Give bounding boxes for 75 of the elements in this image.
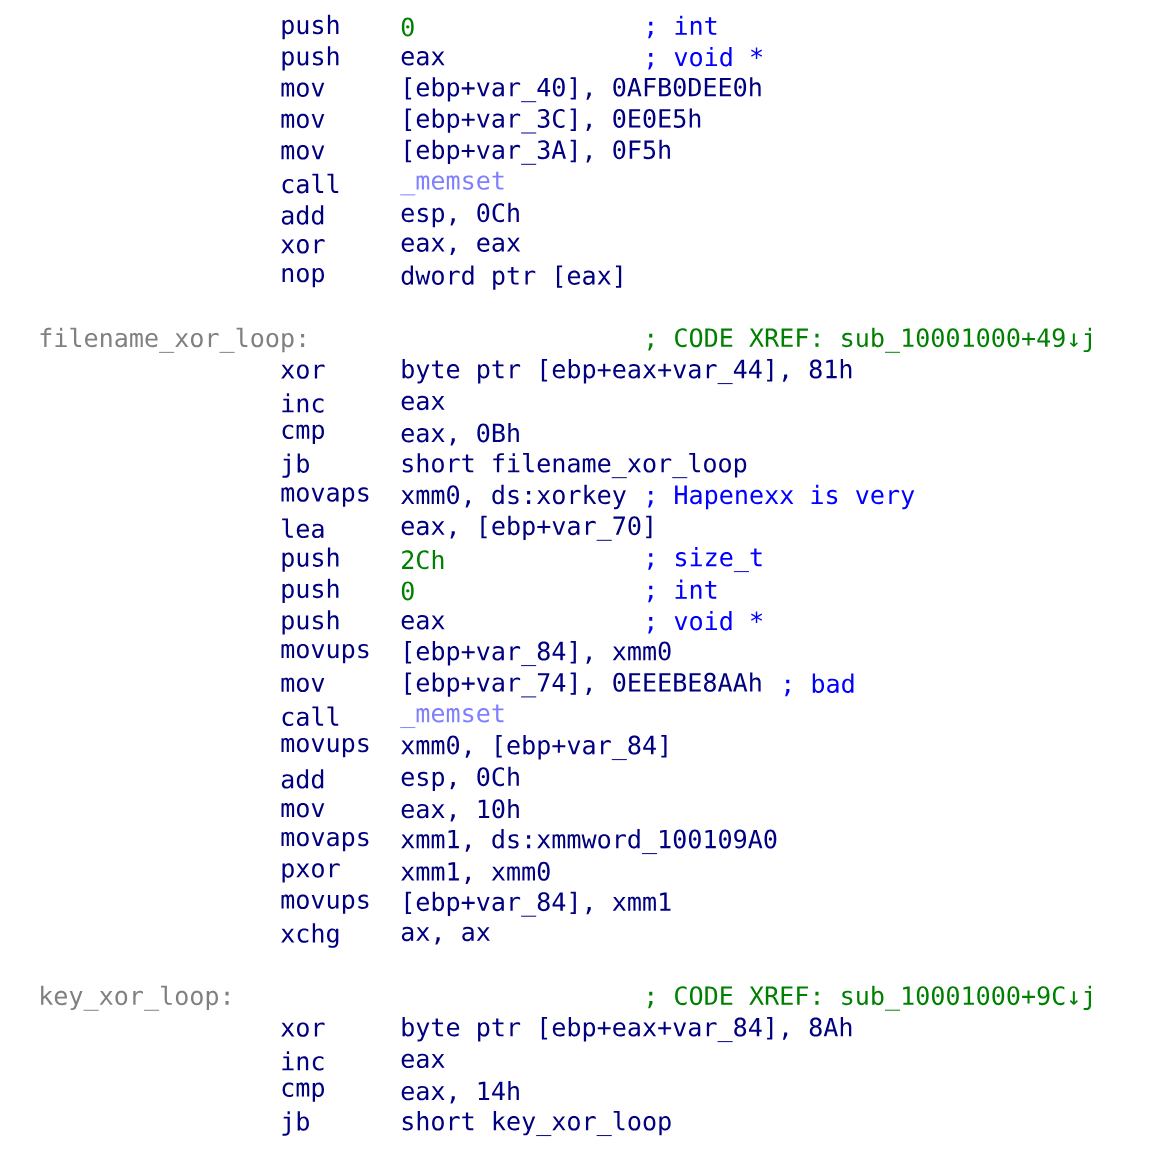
operand: short key_xor_loop bbox=[402, 1110, 671, 1137]
operand: eax, [ebp+var_70] bbox=[401, 515, 652, 541]
operand: short filename_xor_loop bbox=[402, 453, 747, 479]
code-label: key_xor_loop: bbox=[41, 985, 229, 1011]
mnemonic: lea bbox=[282, 518, 324, 539]
operand: eax, eax bbox=[401, 237, 521, 256]
mnemonic: xor bbox=[281, 239, 325, 254]
operand: esp, 0Ch bbox=[401, 766, 519, 792]
cross-reference: ; CODE XREF: sub_10001000+9C↓j bbox=[648, 985, 1091, 1011]
mnemonic: xchg bbox=[281, 923, 339, 948]
mnemonic: inc bbox=[282, 1051, 324, 1071]
operand: 2Ch bbox=[402, 549, 444, 570]
mnemonic: call bbox=[282, 706, 339, 727]
operand: [ebp+var_3A], 0F5h bbox=[405, 139, 670, 165]
comment: ; size_t bbox=[648, 547, 762, 573]
operand: [ebp+var_3C], 0E0E5h bbox=[405, 108, 701, 134]
comment: ; Hapenexx is very bbox=[648, 484, 915, 510]
operand: eax bbox=[401, 395, 445, 411]
mnemonic: mov bbox=[281, 82, 325, 97]
mnemonic: movups bbox=[281, 643, 369, 664]
code-label: filename_xor_loop: bbox=[40, 327, 305, 353]
mnemonic: cmp bbox=[282, 1082, 324, 1102]
mnemonic: jb bbox=[282, 453, 309, 478]
operand: eax, 10h bbox=[401, 798, 519, 822]
mnemonic: jb bbox=[282, 1111, 309, 1136]
mnemonic: xor bbox=[281, 1022, 325, 1037]
mnemonic: call bbox=[282, 173, 339, 194]
operand: eax bbox=[401, 615, 445, 630]
operand: xmm1, xmm0 bbox=[401, 861, 550, 884]
operand: _memset bbox=[400, 171, 504, 196]
comment: ; bad bbox=[785, 673, 854, 697]
operand: esp, 0Ch bbox=[401, 202, 519, 228]
mnemonic: inc bbox=[282, 393, 324, 413]
mnemonic: push bbox=[282, 610, 339, 635]
comment: ; int bbox=[648, 579, 717, 603]
operand: _memset bbox=[400, 704, 504, 729]
mnemonic: movaps bbox=[281, 487, 369, 507]
mnemonic: mov bbox=[281, 677, 325, 693]
operand: byte ptr [ebp+eax+var_44], 81h bbox=[402, 359, 852, 385]
mnemonic: add bbox=[281, 769, 324, 789]
mnemonic: push bbox=[282, 578, 339, 604]
operand: xmm0, ds:xorkey bbox=[401, 484, 626, 510]
mnemonic: mov bbox=[281, 145, 325, 160]
operand: eax bbox=[401, 1053, 445, 1069]
operand: xmm0, [ebp+var_84] bbox=[401, 735, 667, 761]
mnemonic: xor bbox=[281, 364, 325, 379]
mnemonic: mov bbox=[281, 113, 325, 129]
operand: eax, 0Bh bbox=[401, 423, 519, 446]
mnemonic: push bbox=[282, 46, 339, 71]
mnemonic: movups bbox=[281, 737, 369, 758]
operand: [ebp+var_74], 0EEEBE8AAh bbox=[405, 672, 761, 698]
operand: eax bbox=[401, 51, 445, 66]
operand: byte ptr [ebp+eax+var_84], 8Ah bbox=[402, 1017, 852, 1043]
comment: ; void * bbox=[648, 47, 763, 70]
mnemonic: cmp bbox=[282, 424, 324, 444]
mnemonic: mov bbox=[281, 803, 325, 818]
operand: xmm1, ds:xmmword_100109A0 bbox=[401, 829, 777, 855]
comment: ; int bbox=[648, 15, 717, 39]
operand: [ebp+var_40], 0AFB0DEE0h bbox=[405, 77, 761, 103]
operand: eax, 14h bbox=[401, 1080, 519, 1104]
mnemonic: nop bbox=[282, 267, 324, 288]
mnemonic: add bbox=[281, 205, 324, 225]
cross-reference: ; CODE XREF: sub_10001000+49↓j bbox=[648, 327, 1091, 353]
operand: ax, ax bbox=[401, 926, 490, 945]
mnemonic: pxor bbox=[282, 863, 340, 883]
operand: 0 bbox=[401, 581, 414, 601]
operand: [ebp+var_84], xmm0 bbox=[405, 641, 671, 667]
operand: [ebp+var_84], xmm1 bbox=[405, 891, 671, 917]
mnemonic: push bbox=[282, 547, 339, 572]
comment: ; void * bbox=[648, 611, 763, 634]
operand: 0 bbox=[401, 17, 414, 37]
operand: dword ptr [eax] bbox=[401, 265, 622, 290]
mnemonic: movups bbox=[281, 894, 369, 914]
mnemonic: push bbox=[282, 14, 339, 40]
mnemonic: movaps bbox=[281, 831, 369, 852]
